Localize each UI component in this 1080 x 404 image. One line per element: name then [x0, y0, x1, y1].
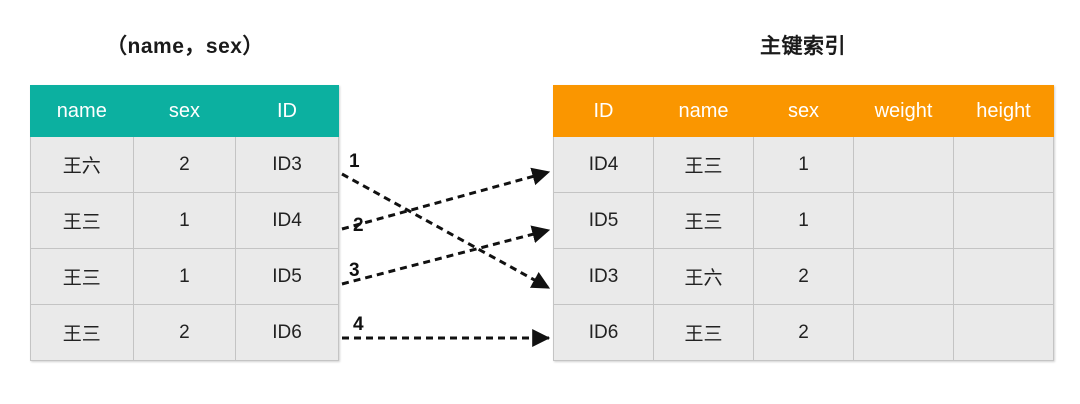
table-row: ID6 王三 2 — [553, 304, 1054, 361]
cell-name: 王六 — [30, 136, 134, 193]
cell-sex: 1 — [132, 248, 237, 305]
cell-weight — [853, 248, 954, 305]
cell-id: ID5 — [235, 248, 339, 305]
column-header-name: name — [653, 85, 754, 137]
cell-id: ID4 — [235, 192, 339, 249]
cell-name: 王三 — [653, 304, 754, 361]
cell-sex: 2 — [132, 136, 237, 193]
table-row: ID3 王六 2 — [553, 248, 1054, 305]
cell-weight — [853, 304, 954, 361]
cell-weight — [853, 192, 954, 249]
left-table-title: （name，sex） — [106, 35, 264, 58]
cell-id: ID3 — [235, 136, 339, 193]
table-header-row: name sex ID — [30, 85, 339, 137]
column-header-height: height — [953, 85, 1054, 137]
cell-sex: 1 — [753, 136, 854, 193]
table-row: 王三 1 ID5 — [30, 248, 339, 305]
column-header-id: ID — [235, 85, 339, 137]
table-row: 王六 2 ID3 — [30, 136, 339, 193]
arrow-label-1: 1 — [349, 151, 360, 172]
cell-name: 王六 — [653, 248, 754, 305]
cell-sex: 2 — [753, 248, 854, 305]
cell-sex: 2 — [753, 304, 854, 361]
cell-sex: 2 — [132, 304, 237, 361]
cell-id: ID3 — [553, 248, 654, 305]
primary-key-index-table: ID name sex weight height ID4 王三 1 ID5 王… — [553, 85, 1054, 361]
cell-name: 王三 — [30, 192, 134, 249]
cell-height — [953, 192, 1054, 249]
cell-id: ID5 — [553, 192, 654, 249]
table-row: ID5 王三 1 — [553, 192, 1054, 249]
arrow-3 — [341, 225, 551, 286]
arrow-1 — [341, 172, 551, 290]
right-table-title: 主键索引 — [760, 35, 846, 58]
arrow-label-2: 2 — [353, 215, 364, 236]
cell-name: 王三 — [30, 248, 134, 305]
cell-height — [953, 248, 1054, 305]
cell-name: 王三 — [30, 304, 134, 361]
column-header-name: name — [30, 85, 134, 137]
table-row: ID4 王三 1 — [553, 136, 1054, 193]
cell-id: ID6 — [235, 304, 339, 361]
table-row: 王三 1 ID4 — [30, 192, 339, 249]
column-header-id: ID — [553, 85, 654, 137]
cell-name: 王三 — [653, 192, 754, 249]
secondary-index-table: name sex ID 王六 2 ID3 王三 1 ID4 王三 1 ID5 — [30, 85, 339, 361]
column-header-weight: weight — [853, 85, 954, 137]
cell-sex: 1 — [753, 192, 854, 249]
cell-height — [953, 136, 1054, 193]
column-header-sex: sex — [132, 85, 237, 137]
cell-name: 王三 — [653, 136, 754, 193]
arrow-label-3: 3 — [349, 260, 360, 281]
cell-weight — [853, 136, 954, 193]
table-header-row: ID name sex weight height — [553, 85, 1054, 137]
cell-height — [953, 304, 1054, 361]
column-header-sex: sex — [753, 85, 854, 137]
cell-id: ID6 — [553, 304, 654, 361]
table-row: 王三 2 ID6 — [30, 304, 339, 361]
arrow-label-4: 4 — [353, 314, 364, 335]
cell-id: ID4 — [553, 136, 654, 193]
arrow-2 — [341, 167, 551, 231]
cell-sex: 1 — [132, 192, 237, 249]
